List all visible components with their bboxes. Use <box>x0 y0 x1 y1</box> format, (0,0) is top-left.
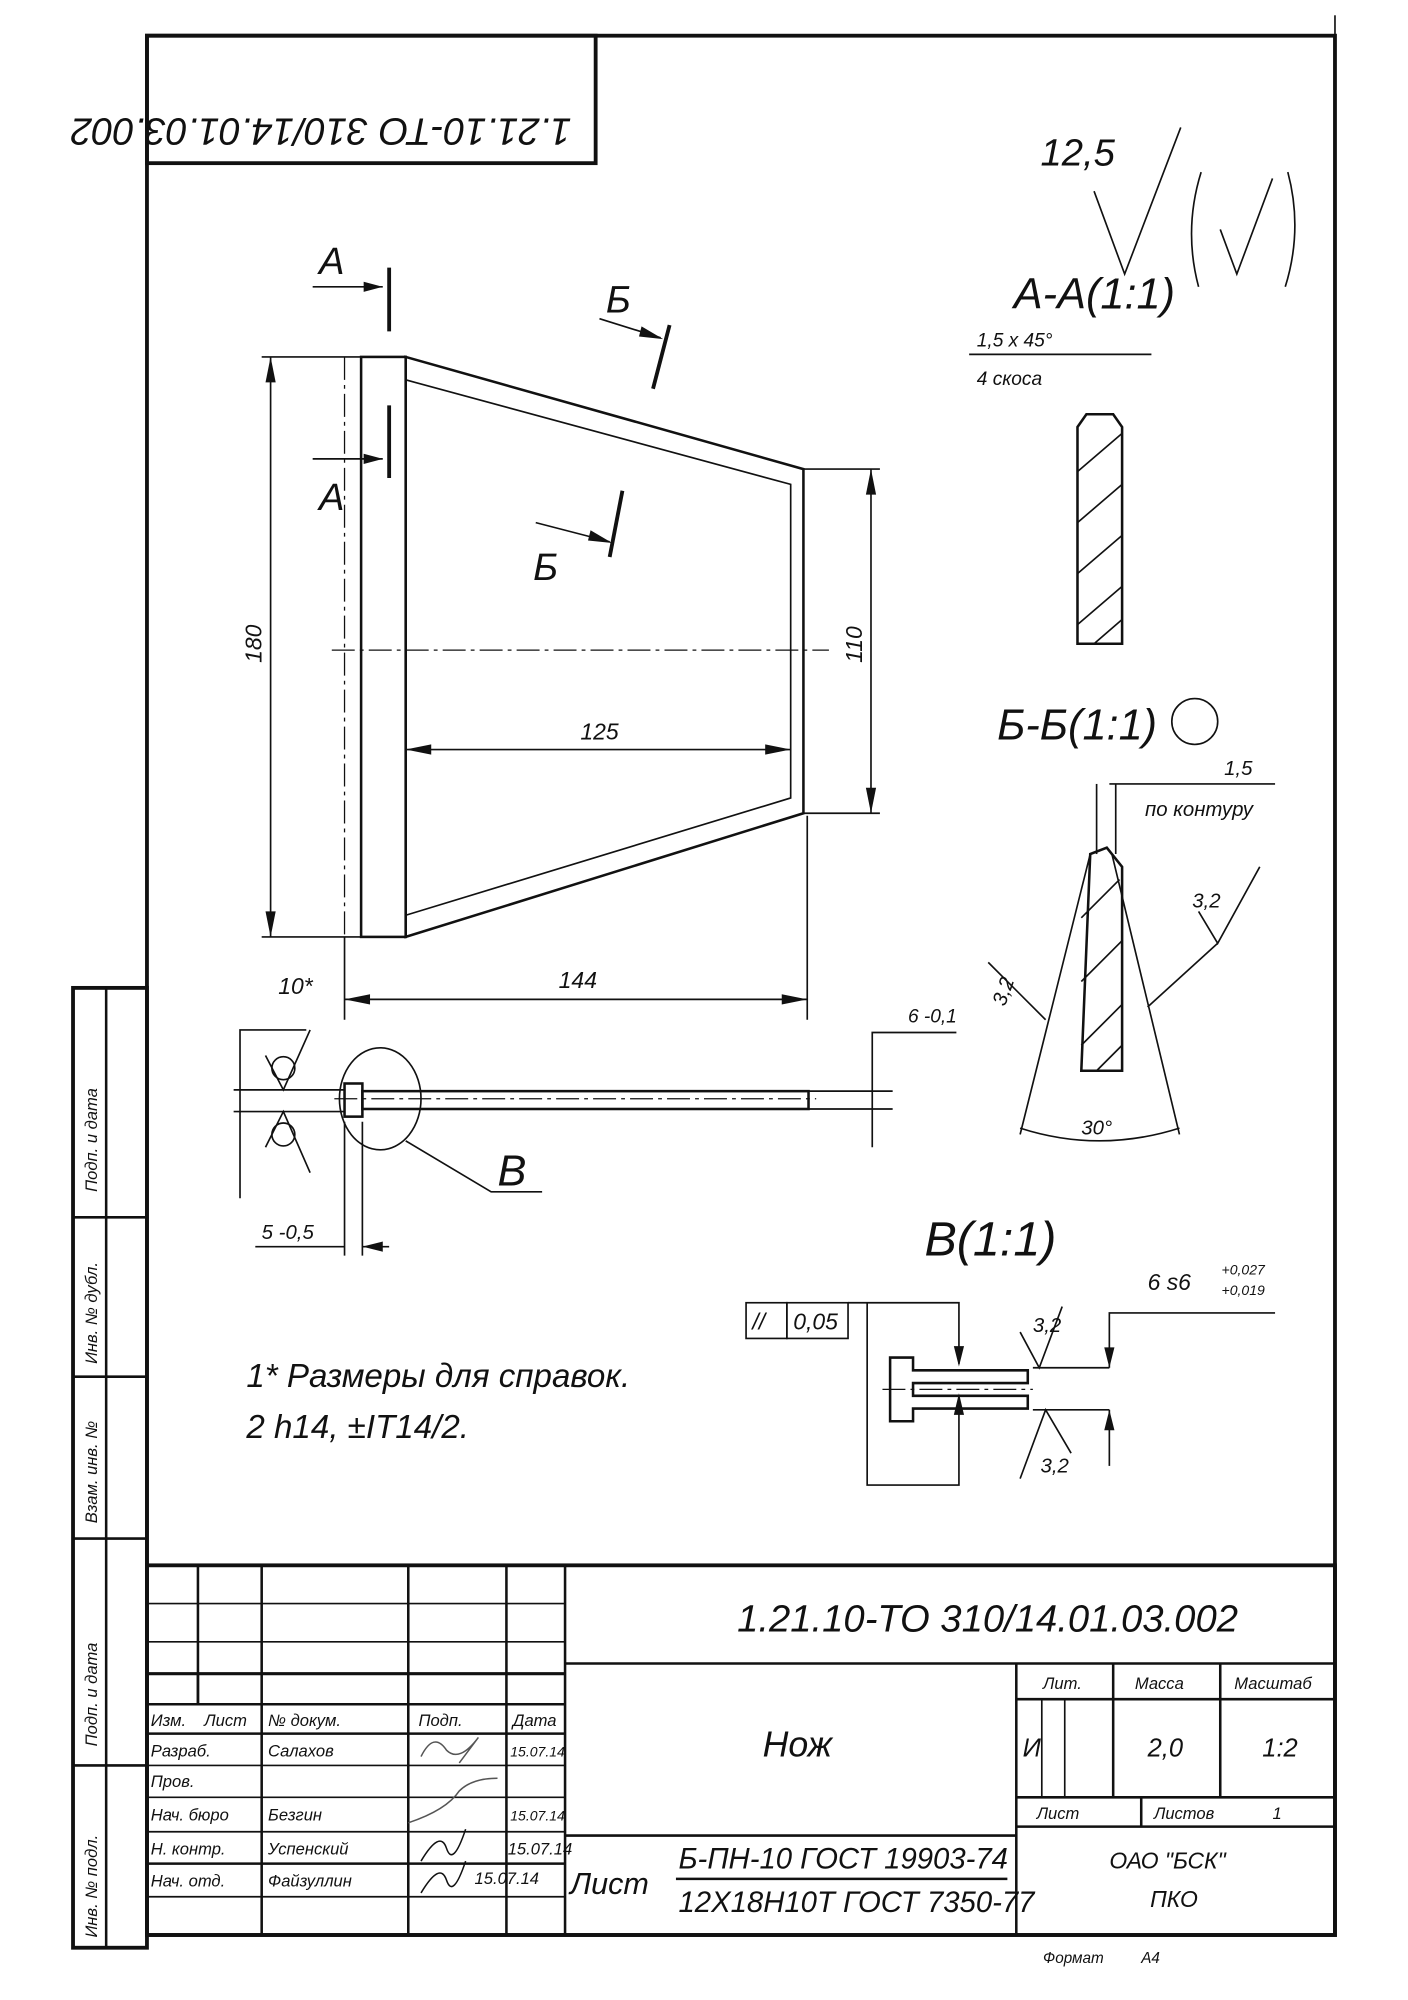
role-label: Нач. бюро <box>151 1805 229 1824</box>
note-1: 1* Размеры для справок. <box>246 1358 630 1395</box>
roughness-top: 3,2 <box>1033 1315 1062 1337</box>
dim-10-ref: 10* <box>278 973 314 999</box>
strip-label: Подп. и дата <box>82 1643 101 1747</box>
section-mark-b-top: Б <box>606 278 631 321</box>
material-sheet: Б-ПН-10 ГОСТ 19903-74 <box>679 1843 1008 1876</box>
tolerance-value: 0,05 <box>793 1309 838 1335</box>
dim-5: 5 -0,5 <box>262 1222 315 1244</box>
header-doc: № докум. <box>268 1711 341 1730</box>
lit-label: Лит. <box>1042 1674 1082 1693</box>
side-view: В 10* 5 -0,5 6 -0,1 <box>233 973 957 1256</box>
strip-label: Подп. и дата <box>82 1088 101 1192</box>
section-mark-a-top: А <box>317 240 345 283</box>
scale-label: Масштаб <box>1234 1674 1312 1693</box>
person-name: Салахов <box>268 1742 334 1761</box>
top-reversed-stamp: 1.21.10-ТО 310/14.01.03.002 <box>71 33 598 166</box>
sheet-label: Лист <box>1036 1804 1080 1823</box>
dim-125: 125 <box>580 718 619 744</box>
angle-30: 30° <box>1081 1117 1112 1139</box>
signatures <box>408 1736 498 1894</box>
sheets-label: Листов <box>1153 1804 1215 1823</box>
strip-label: Инв. № дубл. <box>82 1262 101 1364</box>
roughness-value: 12,5 <box>1041 132 1116 175</box>
general-roughness: 12,5 <box>1041 127 1296 288</box>
header-izm: Изм. <box>151 1711 186 1730</box>
detail-v: В(1:1) // 0,05 3,2 3,2 6 s6 +0,027 +0,01… <box>745 1213 1276 1486</box>
chamfer-count: 4 скоса <box>977 369 1042 390</box>
chamfer-dim: 1,5 x 45° <box>977 331 1053 352</box>
list-word: Лист <box>568 1867 649 1901</box>
fit-lower-deviation: +0,019 <box>1222 1282 1265 1298</box>
roughness-left: 3,2 <box>989 974 1020 1009</box>
department: ПКО <box>1150 1886 1198 1912</box>
detail-v-title: В(1:1) <box>925 1213 1057 1267</box>
roughness-bottom: 3,2 <box>1041 1455 1070 1477</box>
sign-date: 15.07.14 <box>475 1869 539 1888</box>
dim-144: 144 <box>559 967 597 993</box>
technical-notes: 1* Размеры для справок. 2 h14, ±IT14/2. <box>245 1358 630 1446</box>
detail-v-callout: В <box>497 1147 526 1195</box>
mass-value: 2,0 <box>1147 1735 1183 1763</box>
roughness-right: 3,2 <box>1192 891 1221 913</box>
person-name: Файзуллин <box>268 1872 352 1891</box>
section-bb: Б-Б(1:1) 1,5 по контуру 30° 3,2 3,2 <box>987 697 1276 1142</box>
lit-value: И <box>1023 1735 1042 1763</box>
role-label: Нач. отд. <box>151 1872 225 1891</box>
edge-dim: 1,5 <box>1224 758 1253 780</box>
format-label: Формат <box>1043 1950 1104 1967</box>
section-aa-title: А-А(1:1) <box>1011 270 1175 318</box>
parallelism-symbol: // <box>750 1309 767 1335</box>
strip-label: Взам. инв. № <box>82 1421 101 1524</box>
strip-label: Инв. № подл. <box>82 1835 101 1938</box>
header-date: Дата <box>511 1711 557 1730</box>
section-aa: А-А(1:1) 1,5 x 45° 4 скоса <box>969 270 1175 645</box>
dim-180: 180 <box>241 624 267 663</box>
edge-note: по контуру <box>1145 799 1255 821</box>
sheets-value: 1 <box>1273 1804 1282 1823</box>
fit-upper-deviation: +0,027 <box>1222 1262 1266 1278</box>
title-block: 1.21.10-ТО 310/14.01.03.002 Изм. Лист № … <box>145 1563 1337 1967</box>
scale-value: 1:2 <box>1262 1735 1297 1763</box>
role-label: Н. контр. <box>151 1840 226 1859</box>
section-mark-a-bottom: А <box>317 476 345 519</box>
sign-date: 15.07.14 <box>508 1840 572 1859</box>
person-name: Безгин <box>268 1805 322 1824</box>
role-label: Пров. <box>151 1772 195 1791</box>
document-designation: 1.21.10-ТО 310/14.01.03.002 <box>737 1598 1238 1641</box>
note-2: 2 h14, ±IT14/2. <box>245 1409 469 1446</box>
header-list: Лист <box>203 1711 247 1730</box>
dim-6: 6 -0,1 <box>908 1006 957 1027</box>
section-mark-b-bottom: Б <box>533 546 558 589</box>
sign-date: 15.07.14 <box>510 1807 565 1823</box>
company-name: ОАО "БСК" <box>1109 1848 1226 1874</box>
part-name: Нож <box>763 1725 834 1765</box>
role-label: Разраб. <box>151 1742 211 1761</box>
section-bb-title: Б-Б(1:1) <box>997 701 1157 749</box>
dim-110: 110 <box>841 626 867 663</box>
sign-date: 15.07.14 <box>510 1744 565 1760</box>
mass-label: Масса <box>1135 1674 1184 1693</box>
reversed-designation: 1.21.10-ТО 310/14.01.03.002 <box>71 110 572 153</box>
person-name: Успенский <box>267 1840 348 1859</box>
material-steel: 12Х18Н10Т ГОСТ 7350-77 <box>679 1886 1037 1919</box>
left-margin-strip: Подп. и дата Инв. № дубл. Взам. инв. № П… <box>71 985 149 1950</box>
main-view: 180 110 125 144 А А Б Б <box>241 240 880 1020</box>
header-sign: Подп. <box>418 1711 462 1730</box>
format-value: А4 <box>1140 1950 1160 1967</box>
fit-designation: 6 s6 <box>1148 1269 1192 1295</box>
